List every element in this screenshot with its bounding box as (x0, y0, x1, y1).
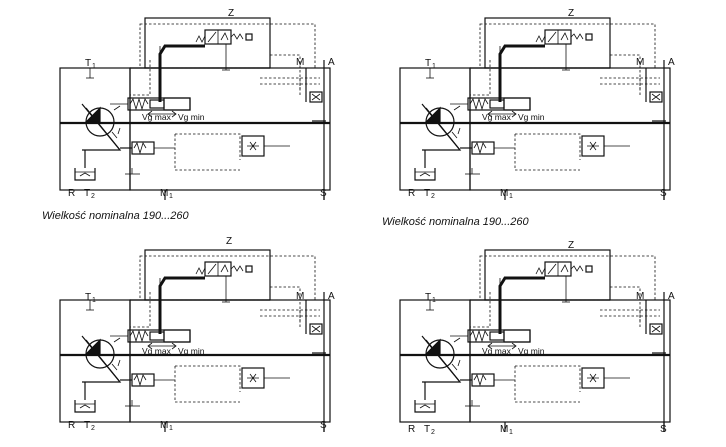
label-t2: T (424, 188, 430, 199)
label-s: S (320, 188, 327, 199)
label-m1-sub: 1 (169, 193, 173, 200)
label-s: S (660, 424, 667, 435)
label-a: A (668, 57, 675, 68)
label-vg-max: Vg max (142, 346, 172, 356)
label-vg-max: Vg max (482, 112, 512, 122)
label-r: R (408, 188, 415, 199)
label-z: Z (568, 240, 574, 251)
label-a: A (328, 291, 335, 302)
label-m1-sub: 1 (169, 425, 173, 432)
label-t2-sub: 2 (431, 429, 435, 436)
label-t1: T (425, 58, 431, 69)
label-t1-sub: 1 (432, 297, 436, 304)
label-vg-min: Vg min (178, 112, 205, 122)
label-r: R (68, 420, 75, 431)
caption-top-left: Wielkość nominalna 190...260 (42, 210, 190, 222)
label-t1-sub: 1 (92, 297, 96, 304)
label-m: M (296, 291, 304, 302)
label-m: M (636, 291, 644, 302)
label-r: R (408, 424, 415, 435)
label-m1: M (500, 424, 508, 435)
caption-top-right: Wielkość nominalna 190...260 (382, 216, 530, 228)
label-z: Z (228, 8, 234, 19)
label-t2-sub: 2 (431, 193, 435, 200)
label-vg-max: Vg max (482, 346, 512, 356)
label-t1: T (425, 292, 431, 303)
schematic-bottom-right: Z T 1 M A Vg max Vg min R T 2 M 1 S (398, 240, 675, 436)
schematic-top-right: Z T 1 M A Vg max Vg min R T 2 M 1 S Wiel… (382, 8, 675, 228)
label-vg-min: Vg min (518, 346, 545, 356)
label-m: M (296, 57, 304, 68)
label-z: Z (226, 236, 232, 247)
schematic-bottom-left: Z T 1 M A Vg max Vg min R T 2 M 1 S (58, 236, 335, 434)
label-t2-sub: 2 (91, 425, 95, 432)
label-t2-sub: 2 (91, 193, 95, 200)
label-s: S (660, 188, 667, 199)
label-m1: M (160, 420, 168, 431)
label-a: A (328, 57, 335, 68)
label-z: Z (568, 8, 574, 19)
label-r: R (68, 188, 75, 199)
label-vg-min: Vg min (518, 112, 545, 122)
label-a: A (668, 291, 675, 302)
label-t2: T (84, 188, 90, 199)
label-t1-sub: 1 (432, 63, 436, 70)
label-t2: T (84, 420, 90, 431)
label-m: M (636, 57, 644, 68)
label-vg-min: Vg min (178, 346, 205, 356)
label-t2: T (424, 424, 430, 435)
label-t1: T (85, 292, 91, 303)
label-vg-max: Vg max (142, 112, 172, 122)
label-t1-sub: 1 (92, 63, 96, 70)
label-m1: M (160, 188, 168, 199)
label-m1: M (500, 188, 508, 199)
label-m1-sub: 1 (509, 193, 513, 200)
label-t1: T (85, 58, 91, 69)
label-m1-sub: 1 (509, 429, 513, 436)
label-s: S (320, 420, 327, 431)
schematic-top-left: Z T 1 M A Vg max Vg min R T 2 M 1 S Wiel… (42, 8, 335, 222)
